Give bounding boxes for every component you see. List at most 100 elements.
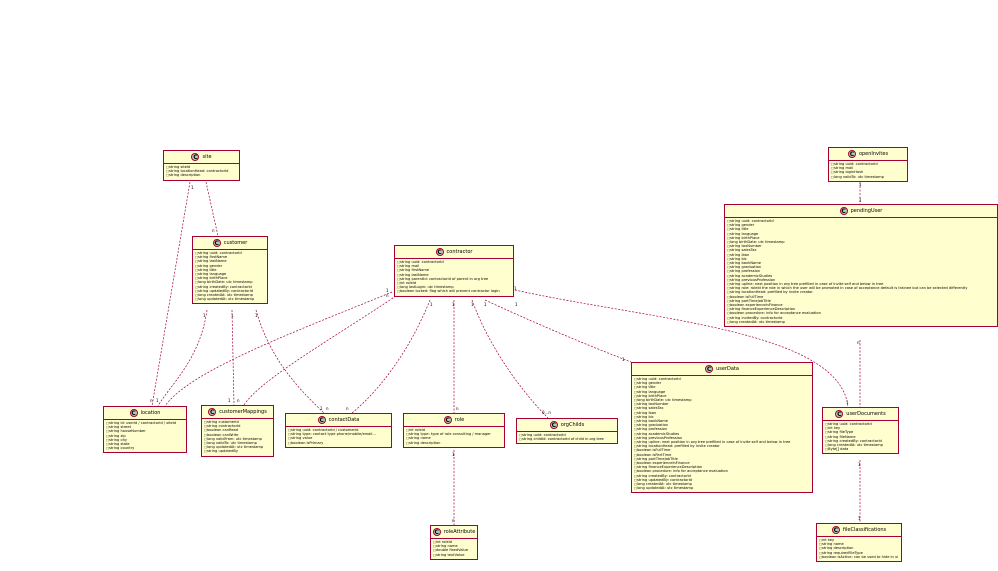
class-badge-icon: C — [705, 365, 714, 373]
multiplicity-label: n — [386, 293, 389, 298]
class-name: fileClassifications — [842, 527, 887, 533]
class-attribute: string uuid: contractorId — [831, 162, 905, 166]
class-attribute: string previousProfession — [634, 436, 810, 440]
class-badge-icon: C — [191, 153, 200, 161]
class-attribute: long updatedAt: utc timestamp — [634, 486, 810, 490]
attribute-list: string uuid: contractorIdstring mailstri… — [829, 161, 907, 181]
class-attribute: long updatedAt: utc timestamp — [204, 445, 271, 449]
class-attribute: int roleId — [433, 540, 475, 544]
class-contractor: Ccontractorstring uuid: contractorIdstri… — [394, 245, 514, 297]
class-name: userData — [716, 366, 739, 372]
class-attribute: string language — [634, 390, 810, 394]
relation-line — [514, 289, 849, 408]
multiplicity-label: 1 — [859, 198, 862, 203]
class-attribute: string partTimeJobTitle — [727, 299, 995, 303]
class-name: site — [202, 154, 212, 160]
class-attribute: string id: userId / contractorId / siteI… — [106, 421, 184, 425]
class-attribute: string taxNumber — [634, 402, 810, 406]
multiplicity-label: 1 — [858, 516, 861, 521]
class-attribute: string fileType — [825, 430, 896, 434]
class-badge-icon: C — [212, 239, 221, 247]
class-name: pendingUser — [850, 208, 883, 214]
class-attribute: boolean experienceInFinance — [634, 461, 810, 465]
class-attribute: int roleId — [406, 428, 502, 432]
class-attribute: string birthPlace — [195, 276, 265, 280]
class-attribute: string taxNumber — [727, 244, 995, 248]
class-attribute: string birthPlace — [634, 394, 810, 398]
class-attribute: string updatedBy — [204, 449, 271, 453]
class-badge-icon: C — [847, 150, 856, 158]
class-attribute: string updatedBy: contractorId — [195, 289, 265, 293]
class-attribute: string profession — [634, 427, 810, 431]
multiplicity-label: 1 — [231, 313, 234, 318]
class-attribute: string language — [195, 272, 265, 276]
class-attribute: string contractorId — [204, 424, 271, 428]
relation-line — [243, 295, 397, 406]
class-attribute: string customerId — [204, 420, 271, 424]
class-attribute: boolean experienceInFinance — [727, 303, 995, 307]
relation-line — [351, 299, 431, 414]
class-attribute: int key — [825, 426, 896, 430]
class-attribute: string academicStudies — [727, 274, 995, 278]
multiplicity-label: n — [857, 340, 860, 345]
class-attribute: string graduation — [727, 265, 995, 269]
multiplicity-label: 1 — [255, 313, 258, 318]
class-attribute: long birthDate: utc timestamp — [195, 280, 265, 284]
class-attribute: string textValue — [433, 553, 475, 557]
attribute-list: string uuid: contractorIdstring firstNam… — [193, 250, 267, 303]
class-attribute: string uuid: contractorId — [397, 260, 511, 264]
multiplicity-label: 1 — [846, 400, 849, 405]
class-attribute: string uuid: contractorId — [727, 219, 995, 223]
class-attribute: string bankName — [634, 419, 810, 423]
class-attribute: boolean canWrite — [204, 433, 271, 437]
class-attribute: string iban — [727, 253, 995, 257]
class-badge-icon: C — [129, 409, 138, 417]
multiplicity-label: n — [212, 228, 215, 233]
class-orgChilds: CorgChildsstring uuid: contractorIdstrin… — [516, 418, 618, 445]
multiplicity-label: 1 — [430, 302, 433, 307]
class-badge-icon: C — [839, 207, 848, 215]
class-attribute: string city — [106, 438, 184, 442]
class-name: location — [140, 410, 161, 416]
multiplicity-label: 1 — [156, 398, 159, 403]
multiplicity-label: n — [150, 398, 153, 403]
class-attribute: string graduation — [634, 423, 810, 427]
multiplicity-label: 1 — [386, 288, 389, 293]
class-name: contractor — [446, 249, 473, 255]
multiplicity-label: 1 — [471, 302, 474, 307]
class-name: openInvites — [858, 151, 889, 157]
multiplicity-label: 1 — [622, 357, 625, 362]
class-name: roleAttribute — [443, 529, 476, 535]
class-badge-icon: C — [835, 410, 844, 418]
class-attribute: string street — [106, 425, 184, 429]
class-attribute: string gender — [727, 223, 995, 227]
class-attribute: string upline: next position in org tree… — [634, 440, 810, 444]
class-attribute: long validFrom: utc timestamp — [204, 437, 271, 441]
multiplicity-label: n — [237, 398, 240, 403]
attribute-list: int roleIdstring type: type of role cons… — [404, 427, 504, 447]
class-role: Croleint roleIdstring type: type of role… — [403, 413, 505, 448]
class-attribute: string loginHash — [831, 170, 905, 174]
class-attribute: long validTo: utc timestamp — [831, 175, 905, 179]
class-attribute: string bic — [727, 257, 995, 261]
relation-line — [231, 309, 235, 406]
attribute-list: string customerIdstring contractorId bool… — [202, 419, 273, 456]
class-attribute: string name — [433, 544, 475, 548]
attribute-list: string uuid: contractorIdstring mailstri… — [395, 259, 513, 296]
class-badge-icon: C — [435, 248, 444, 256]
relation-line — [484, 299, 632, 363]
class-attribute: string title — [634, 385, 810, 389]
class-attribute: string siteId — [166, 165, 237, 169]
class-badge-icon: C — [549, 421, 558, 429]
multiplicity-label: 1 — [514, 286, 517, 291]
class-attribute: string value — [288, 436, 389, 440]
multiplicity-label: 1 — [203, 313, 206, 318]
class-pendingUser: CpendingUserstring uuid: contractorIdstr… — [724, 204, 998, 328]
